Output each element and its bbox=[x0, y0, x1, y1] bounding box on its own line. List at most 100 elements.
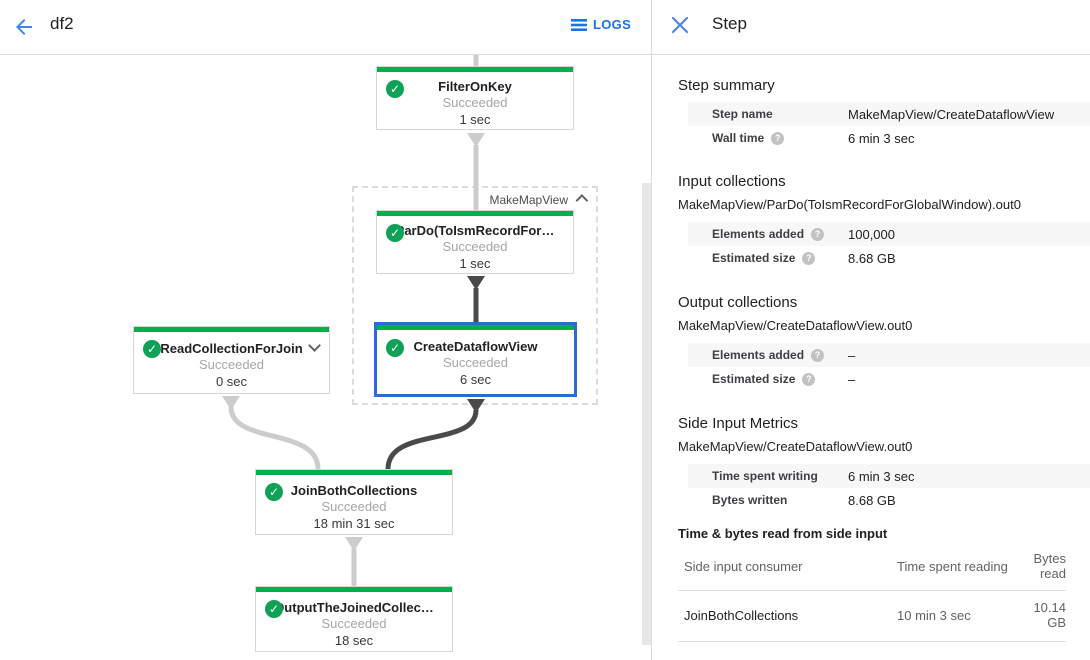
output-rows: Elements added? – Estimated size? – bbox=[688, 343, 1090, 391]
check-circle-icon: ✓ bbox=[386, 80, 404, 98]
node-time: 18 sec bbox=[334, 633, 374, 648]
node-status-bar bbox=[377, 67, 573, 72]
node-title: CreateDataflowView bbox=[413, 339, 538, 354]
help-icon[interactable]: ? bbox=[802, 372, 816, 386]
column-header-side-input-consumer: Side input consumer bbox=[684, 558, 803, 574]
vertical-scrollbar[interactable] bbox=[642, 183, 651, 645]
output-collection-name: MakeMapView/CreateDataflowView.out0 bbox=[678, 318, 913, 333]
check-circle-icon: ✓ bbox=[386, 339, 404, 357]
metric-value: 8.68 GB bbox=[848, 492, 896, 508]
metric-label: Time spent writing bbox=[712, 469, 818, 483]
graph-edges bbox=[222, 55, 485, 586]
metric-label: Elements added bbox=[712, 227, 805, 241]
check-circle-icon: ✓ bbox=[265, 483, 283, 501]
metric-row-elements-added: Elements added? – bbox=[688, 343, 1090, 367]
node-joinbothcollections[interactable]: ✓ JoinBothCollections Succeeded 18 min 3… bbox=[255, 469, 453, 535]
node-createdataflowview-selected[interactable]: ✓ CreateDataflowView Succeeded 6 sec bbox=[374, 322, 577, 397]
metric-value: – bbox=[848, 371, 856, 387]
node-status-bar bbox=[134, 327, 329, 332]
column-header-time-spent-reading: Time spent reading bbox=[897, 558, 1008, 574]
node-title: FilterOnKey bbox=[438, 79, 512, 94]
metric-row-estimated-size: Estimated size? 8.68 GB bbox=[688, 246, 1090, 270]
input-collection-name: MakeMapView/ParDo(ToIsmRecordForGlobalWi… bbox=[678, 197, 1021, 212]
section-heading-step-summary: Step summary bbox=[678, 77, 775, 94]
metric-row-bytes-written: Bytes written 8.68 GB bbox=[688, 488, 1090, 512]
cell-bytes-read: 10.14 GB bbox=[1033, 600, 1066, 630]
panel-divider bbox=[651, 0, 652, 660]
side-input-table: Side input consumer Time spent reading B… bbox=[678, 547, 1066, 642]
logs-button[interactable]: LOGS bbox=[571, 17, 631, 32]
node-time: 1 sec bbox=[459, 112, 491, 127]
node-title: ReadCollectionForJoin bbox=[160, 341, 303, 356]
node-pardo-toismrecord[interactable]: ✓ ParDo(ToIsmRecordFor… Succeeded 1 sec bbox=[376, 210, 574, 274]
node-outputthejoinedcollection[interactable]: ✓ OutputTheJoinedCollec… Succeeded 18 se… bbox=[255, 586, 453, 652]
check-circle-icon: ✓ bbox=[265, 600, 283, 618]
close-icon bbox=[671, 16, 689, 34]
section-heading-input-collections: Input collections bbox=[678, 173, 786, 190]
metric-value: – bbox=[848, 347, 856, 363]
node-title: JoinBothCollections bbox=[290, 483, 418, 498]
logs-label: LOGS bbox=[593, 17, 632, 32]
app-header: df2 LOGS Step bbox=[0, 0, 1090, 55]
table-row: JoinBothCollections 10 min 3 sec 10.14 G… bbox=[678, 591, 1066, 642]
table-header-row: Side input consumer Time spent reading B… bbox=[678, 547, 1066, 591]
section-heading-output-collections: Output collections bbox=[678, 294, 798, 311]
column-header-bytes-read: Bytes read bbox=[1033, 551, 1066, 581]
step-panel: Step summary Step name MakeMapView/Creat… bbox=[652, 55, 1090, 660]
help-icon[interactable]: ? bbox=[811, 348, 825, 362]
metric-label: Estimated size bbox=[712, 251, 796, 265]
node-status: Succeeded bbox=[442, 355, 509, 370]
check-circle-icon: ✓ bbox=[143, 340, 161, 358]
node-title: ParDo(ToIsmRecordFor… bbox=[395, 223, 555, 238]
arrow-back-icon bbox=[16, 19, 32, 35]
metric-label: Wall time bbox=[712, 131, 765, 145]
pipeline-graph: MakeMapView ✓ FilterOnKey Succeeded 1 se… bbox=[0, 55, 651, 660]
node-status: Succeeded bbox=[321, 616, 387, 631]
node-time: 18 min 31 sec bbox=[313, 516, 395, 531]
metric-value: 6 min 3 sec bbox=[848, 130, 915, 146]
metric-row-step-name: Step name MakeMapView/CreateDataflowView bbox=[688, 102, 1090, 126]
node-status: Succeeded bbox=[442, 239, 508, 254]
node-title: OutputTheJoinedCollec… bbox=[274, 600, 434, 615]
node-status: Succeeded bbox=[198, 357, 265, 372]
node-status-bar bbox=[377, 211, 573, 216]
metric-value: 6 min 3 sec bbox=[848, 468, 915, 484]
help-icon[interactable]: ? bbox=[802, 251, 816, 265]
node-readcollectionforjoin[interactable]: ✓ ReadCollectionForJoin Succeeded 0 sec bbox=[133, 326, 330, 394]
group-collapse-toggle[interactable]: MakeMapView bbox=[489, 193, 589, 207]
side-input-table-heading: Time & bytes read from side input bbox=[678, 526, 888, 541]
check-circle-icon: ✓ bbox=[386, 224, 404, 242]
group-label: MakeMapView bbox=[489, 193, 568, 207]
metric-value: 8.68 GB bbox=[848, 250, 896, 266]
job-title: df2 bbox=[50, 14, 74, 33]
metric-row-elements-added: Elements added? 100,000 bbox=[688, 222, 1090, 246]
metric-row-estimated-size: Estimated size? – bbox=[688, 367, 1090, 391]
panel-title: Step bbox=[712, 14, 747, 33]
cell-time-spent-reading: 10 min 3 sec bbox=[897, 607, 971, 623]
cell-side-input-consumer: JoinBothCollections bbox=[684, 607, 799, 623]
metric-value: MakeMapView/CreateDataflowView bbox=[848, 106, 1055, 122]
node-status-bar bbox=[377, 325, 574, 330]
side-input-collection-name: MakeMapView/CreateDataflowView.out0 bbox=[678, 439, 913, 454]
node-status: Succeeded bbox=[321, 499, 387, 514]
help-icon[interactable]: ? bbox=[771, 131, 785, 145]
help-icon[interactable]: ? bbox=[811, 227, 825, 241]
node-time: 1 sec bbox=[459, 256, 491, 271]
node-time: 6 sec bbox=[459, 372, 492, 387]
metric-label: Step name bbox=[712, 107, 773, 121]
input-rows: Elements added? 100,000 Estimated size? … bbox=[688, 222, 1090, 270]
section-heading-side-input-metrics: Side Input Metrics bbox=[678, 415, 799, 432]
metric-value: 100,000 bbox=[848, 226, 895, 242]
metric-label: Estimated size bbox=[712, 372, 796, 386]
list-icon bbox=[571, 18, 587, 31]
node-filteronkey[interactable]: ✓ FilterOnKey Succeeded 1 sec bbox=[376, 66, 574, 130]
metric-row-time-spent-writing: Time spent writing 6 min 3 sec bbox=[688, 464, 1090, 488]
close-panel-button[interactable] bbox=[671, 16, 689, 34]
metric-label: Bytes written bbox=[712, 493, 788, 507]
back-button[interactable] bbox=[12, 15, 36, 39]
node-status-bar bbox=[256, 470, 452, 475]
side-input-rows: Time spent writing 6 min 3 sec Bytes wri… bbox=[688, 464, 1090, 512]
metric-row-wall-time: Wall time? 6 min 3 sec bbox=[688, 126, 1090, 150]
metric-label: Elements added bbox=[712, 348, 805, 362]
node-time: 0 sec bbox=[215, 374, 248, 389]
